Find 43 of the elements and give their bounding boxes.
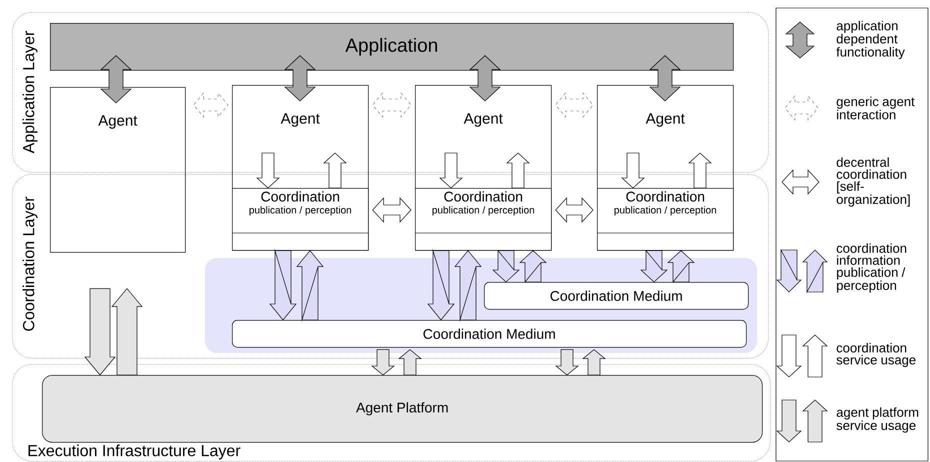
block-arrow [688,152,712,188]
block-arrow [323,152,347,188]
block-arrow [640,250,668,282]
block-arrow [256,152,280,188]
application-box: Application [50,23,734,71]
medium-box: Coordination Medium [232,320,747,348]
block-arrow [469,55,501,102]
block-arrow [296,250,324,322]
block-arrow [649,55,681,102]
block-arrow [519,250,547,283]
legend-text: generic agent interaction [836,96,915,120]
block-arrow [398,349,422,376]
block-arrow [439,152,463,188]
coordination-box: Coordination publication / perception [414,188,552,251]
coordination-box: Coordination publication / perception [232,188,369,251]
block-arrow [111,288,143,376]
block-arrow [582,349,606,376]
block-arrow [506,152,530,188]
block-arrow [372,197,412,223]
agent-box: Agent [50,87,186,253]
legend-text: agent platform service usage [836,407,918,433]
platform-box: Agent Platform [42,375,763,443]
block-arrow [427,248,455,320]
block-arrow [667,250,695,283]
block-arrow [269,248,297,320]
block-arrow [555,92,594,118]
legend-text: coordination service usage [836,342,916,368]
medium-box: Coordination Medium [484,282,749,310]
block-arrow [193,92,228,118]
block-arrow [621,152,645,188]
legend-text: application dependent functionality [836,20,905,60]
block-arrow [555,349,579,376]
block-arrow [100,55,132,104]
block-arrow [454,250,482,322]
legend-text: coordination information publication / perception [836,243,906,293]
block-arrow [492,250,520,282]
block-arrow [284,55,316,102]
coordination-box: Coordination publication / perception [596,188,734,251]
legend-text: decentral coordination [self-organization] [836,157,910,207]
block-arrow [555,197,594,223]
block-arrow [84,288,116,376]
block-arrow [371,349,395,376]
block-arrow [372,92,412,118]
